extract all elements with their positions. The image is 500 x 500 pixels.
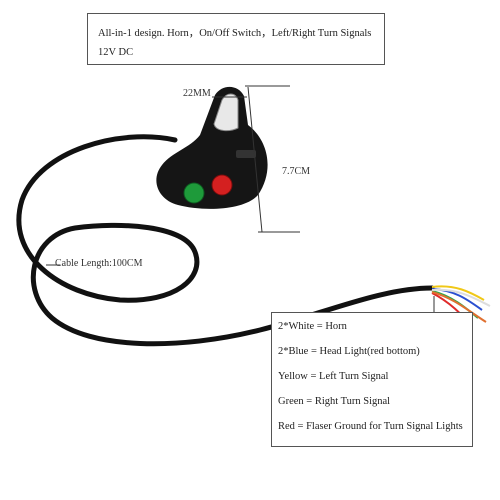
height-label: 7.7CM [282,166,311,177]
wiring-legend: 2*White = Horn 2*Blue = Head Light(red b… [271,312,473,447]
spec-box: All-in-1 design. Horn，On/Off Switch，Left… [87,13,385,65]
wiring-row-blue: 2*Blue = Head Light(red bottom) [278,346,420,357]
green-button [183,182,205,204]
cable-length-label: Cable Length:100CM [55,258,143,269]
spec-voltage: 12V DC [98,47,134,58]
wire-ends [431,285,491,327]
red-button [211,174,233,196]
spec-features: All-in-1 design. Horn，On/Off Switch，Left… [98,28,372,39]
clamp-size-label: 22MM [183,88,211,99]
wiring-row-white: 2*White = Horn [278,321,347,332]
switch-housing [156,86,268,209]
cable [16,134,435,347]
height-dimension-line [247,86,263,233]
wiring-row-red: Red = Flaser Ground for Turn Signal Ligh… [278,421,463,432]
wiring-row-yellow: Yellow = Left Turn Signal [278,371,389,382]
wiring-row-green: Green = Right Turn Signal [278,396,391,407]
